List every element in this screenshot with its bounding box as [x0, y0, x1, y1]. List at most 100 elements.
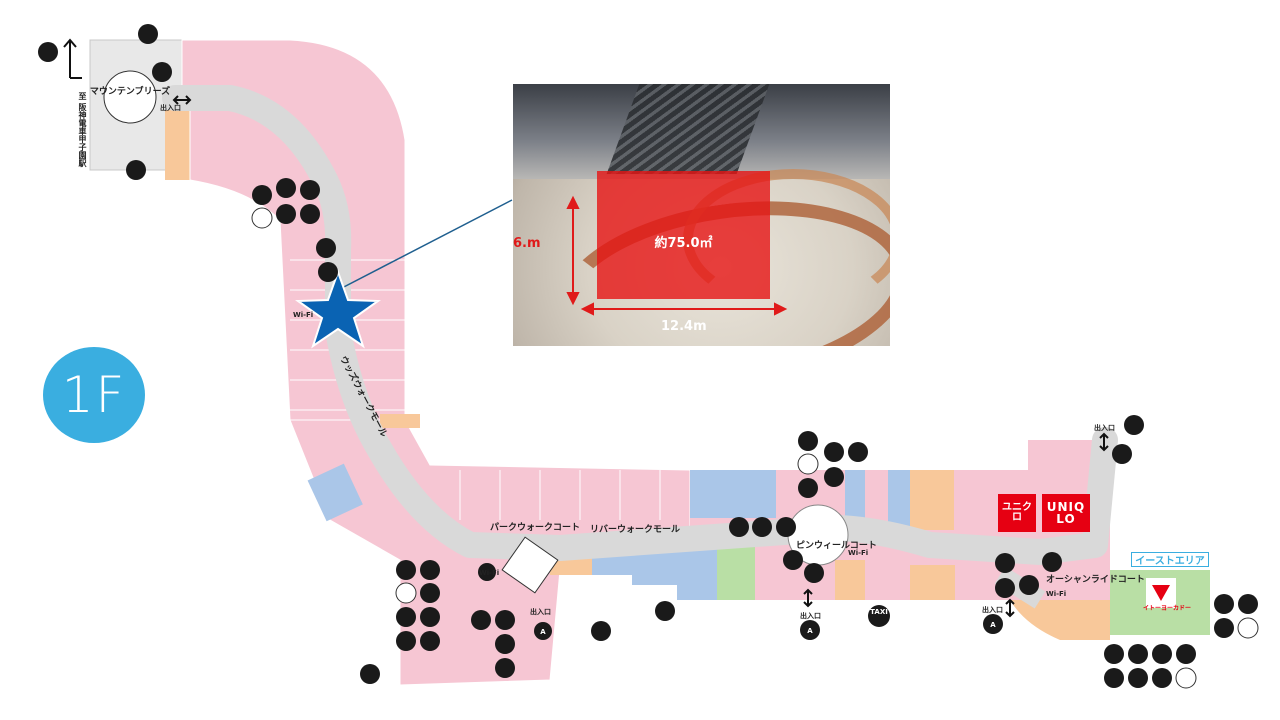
- free-icon[interactable]: [420, 631, 440, 651]
- orange-unit-4: [932, 470, 954, 530]
- uniqlo-logo-en[interactable]: UNIQLO: [1042, 494, 1090, 532]
- atm-icon[interactable]: [252, 185, 272, 205]
- smoking-icon-6[interactable]: [1104, 668, 1124, 688]
- smoking-icon-4[interactable]: [824, 442, 844, 462]
- info-icon[interactable]: [276, 178, 296, 198]
- entrance-a-icon-3[interactable]: [983, 614, 1003, 634]
- baby-icon[interactable]: [798, 431, 818, 451]
- bicycle-icon[interactable]: [38, 42, 58, 62]
- photo-pointer-line: [337, 199, 513, 291]
- stairs-icon-2[interactable]: [300, 204, 320, 224]
- elevator-icon-6[interactable]: [1238, 594, 1258, 614]
- ocean-ride-court-label: オーシャンライドコート: [1046, 574, 1145, 585]
- info-icon-2[interactable]: [495, 634, 515, 654]
- restroom-icon-2[interactable]: [395, 582, 417, 604]
- taxi-icon[interactable]: [868, 605, 890, 627]
- info-icon-5[interactable]: [1019, 575, 1039, 595]
- restroom-icon-5[interactable]: [1175, 667, 1197, 689]
- ito-yokado-mark: [1152, 585, 1170, 601]
- station-arrow[interactable]: [63, 38, 82, 79]
- stairs-icon-5[interactable]: [1152, 668, 1172, 688]
- smoking-icon-5[interactable]: [1112, 444, 1132, 464]
- stairs-icon-3[interactable]: [396, 560, 416, 580]
- bicycle-icon-5[interactable]: [1128, 644, 1148, 664]
- smoking-icon-3[interactable]: [495, 658, 515, 678]
- wifi-label-1: Wi-Fi: [293, 311, 313, 319]
- info-icon-4[interactable]: [804, 563, 824, 583]
- info-icon-6[interactable]: [1104, 644, 1124, 664]
- entrance-a-letter-1: A: [540, 628, 546, 636]
- blue-unit-1: [307, 463, 363, 522]
- orange-unit-3: [910, 470, 932, 530]
- aed-icon[interactable]: [318, 262, 338, 282]
- uniqlo-logo-jp[interactable]: ユニクロ: [998, 494, 1036, 532]
- atm-icon-5[interactable]: [995, 553, 1015, 573]
- corridor: [162, 85, 1118, 565]
- entrance-a-icon-2[interactable]: [800, 620, 820, 640]
- restroom-icon[interactable]: [251, 207, 273, 229]
- wheelchair-icon-3[interactable]: [824, 467, 844, 487]
- entrance-a-icon[interactable]: [534, 622, 552, 640]
- escalator-icon-3[interactable]: [591, 621, 611, 641]
- smoking-icon[interactable]: [152, 62, 172, 82]
- atm-icon-3[interactable]: [729, 517, 749, 537]
- entrance-label-ocean: 出入口: [982, 605, 1003, 614]
- elevator-icon-5[interactable]: [995, 578, 1015, 598]
- restroom-icon-3[interactable]: [797, 453, 819, 475]
- park-walk-court-diamond: [501, 536, 559, 594]
- ito-yokado-label: イトーヨーカドー: [1143, 605, 1192, 612]
- parking-icon[interactable]: [655, 601, 675, 621]
- facility-icons: [38, 24, 1259, 689]
- entrance-label-south: 出入口: [530, 607, 551, 616]
- orange-unit-1: [380, 414, 420, 428]
- entrance-a-letter-3: A: [990, 621, 996, 629]
- bicycle-icon-4[interactable]: [1214, 594, 1234, 614]
- bicycle-icon-3[interactable]: [1124, 415, 1144, 435]
- entrance-arrows: [172, 95, 1109, 618]
- stairs-icon-4[interactable]: [1214, 618, 1234, 638]
- escalator-icon[interactable]: [138, 24, 158, 44]
- phone-icon[interactable]: [420, 607, 440, 627]
- entrance-label-pinwheel: 出入口: [800, 611, 821, 620]
- wifi-badge-icon[interactable]: [478, 563, 496, 581]
- atm-icon-6[interactable]: [1176, 644, 1196, 664]
- escalator-icon-2[interactable]: [316, 238, 336, 258]
- entrance-label-east: 出入口: [1094, 423, 1115, 432]
- stairs-icon[interactable]: [126, 160, 146, 180]
- uniqlo-logo-en-text: UNIQLO: [1046, 500, 1086, 526]
- pinwheel-court-label: ピンウィールコート: [796, 539, 877, 551]
- bicycle-icon-2[interactable]: [360, 664, 380, 684]
- event-space-width-label: 12.4m: [661, 319, 707, 334]
- atm-icon-2[interactable]: [471, 610, 491, 630]
- wheelchair-icon-2[interactable]: [420, 583, 440, 603]
- event-space-photo: 約75.0㎡ 6.m 12.4m: [513, 84, 890, 346]
- baby-icon-2[interactable]: [1152, 644, 1172, 664]
- event-space-height-label: 6.m: [513, 236, 541, 251]
- escalator-icon-4[interactable]: [752, 517, 772, 537]
- locker-icon[interactable]: [396, 631, 416, 651]
- current-location-star[interactable]: [294, 269, 382, 349]
- wifi-label-4: Wi-Fi: [1046, 590, 1066, 598]
- nw-orange-unit: [165, 110, 190, 180]
- atm-icon-4[interactable]: [783, 550, 803, 570]
- elevator-icon-4[interactable]: [798, 478, 818, 498]
- info-icon-3[interactable]: [776, 517, 796, 537]
- east-area-tag[interactable]: イーストエリア: [1131, 552, 1209, 567]
- elevator-icon-3[interactable]: [495, 610, 515, 630]
- station-direction-text: 至 阪神電車甲子園駅: [78, 92, 87, 167]
- smoking-icon-2[interactable]: [396, 607, 416, 627]
- escalator-icon-5[interactable]: [1042, 552, 1062, 572]
- restroom-icon-4[interactable]: [1237, 617, 1259, 639]
- ito-yokado-logo[interactable]: [1146, 578, 1176, 608]
- nursing-icon[interactable]: [848, 442, 868, 462]
- elevator-icon[interactable]: [300, 180, 320, 200]
- event-space-area-label: 約75.0㎡: [654, 236, 713, 251]
- blue-unit-7: [888, 470, 910, 530]
- entrance-label-nw: 出入口: [160, 103, 181, 112]
- elevator-icon-2[interactable]: [420, 560, 440, 580]
- river-walk-mall-label: リバーウォークモール: [590, 524, 680, 535]
- green-unit-1: [717, 540, 755, 600]
- wheelchair-icon[interactable]: [276, 204, 296, 224]
- photo-dimension-arrows: [566, 195, 788, 316]
- elevator-icon-7[interactable]: [1128, 668, 1148, 688]
